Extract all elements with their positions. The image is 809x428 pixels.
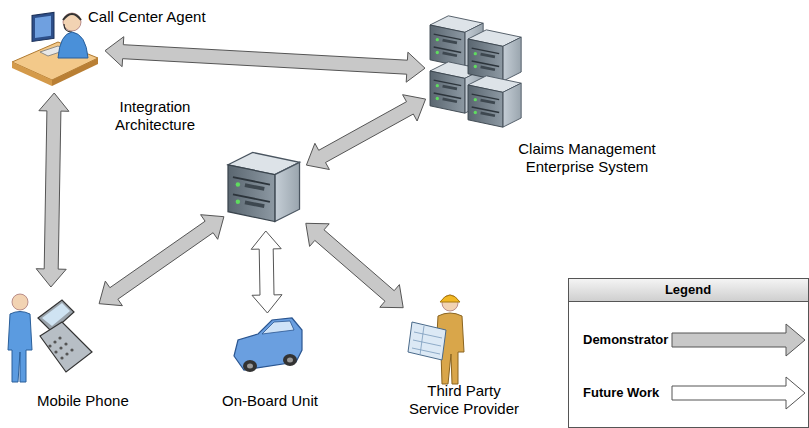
car-icon: [234, 318, 302, 372]
node-label: Third Party Service Provider: [401, 382, 527, 418]
node-label: Mobile Phone: [37, 392, 167, 410]
service-provider: Third Party Service Provider: [407, 290, 467, 384]
block-arrow: [99, 215, 224, 306]
block-arrow: [36, 93, 69, 287]
future-work-arrow-sample: [672, 377, 805, 409]
block-arrow: [251, 231, 282, 313]
block-arrow: [306, 95, 425, 170]
legend: LegendDemonstratorFuture Work: [568, 278, 808, 428]
call-center-icon: [12, 12, 98, 86]
integration-architecture: Integration Architecture: [228, 150, 302, 226]
node-label: Claims Management Enterprise System: [492, 140, 682, 176]
legend-frame: [569, 279, 809, 428]
service-provider-icon: [408, 295, 464, 384]
server-icon: [228, 152, 300, 221]
node-label: On-Board Unit: [210, 392, 330, 410]
legend-title: Legend: [568, 282, 808, 297]
mobile-phone: Mobile Phone: [5, 292, 95, 384]
block-arrow: [105, 37, 425, 82]
server-cluster-icon: [430, 16, 521, 127]
on-board-unit: On-Board Unit: [232, 318, 304, 372]
claims-system: Claims Management Enterprise System: [430, 15, 523, 127]
demonstrator-arrow-sample: [672, 324, 805, 356]
block-arrow: [306, 223, 403, 307]
call-center-agent: Call Center Agent: [10, 8, 100, 88]
mobile-user-icon: [8, 294, 92, 382]
node-label: Call Center Agent: [88, 8, 238, 26]
legend-text: Demonstrator: [583, 332, 668, 347]
legend-text: Future Work: [583, 385, 659, 400]
node-label: Integration Architecture: [96, 98, 214, 134]
